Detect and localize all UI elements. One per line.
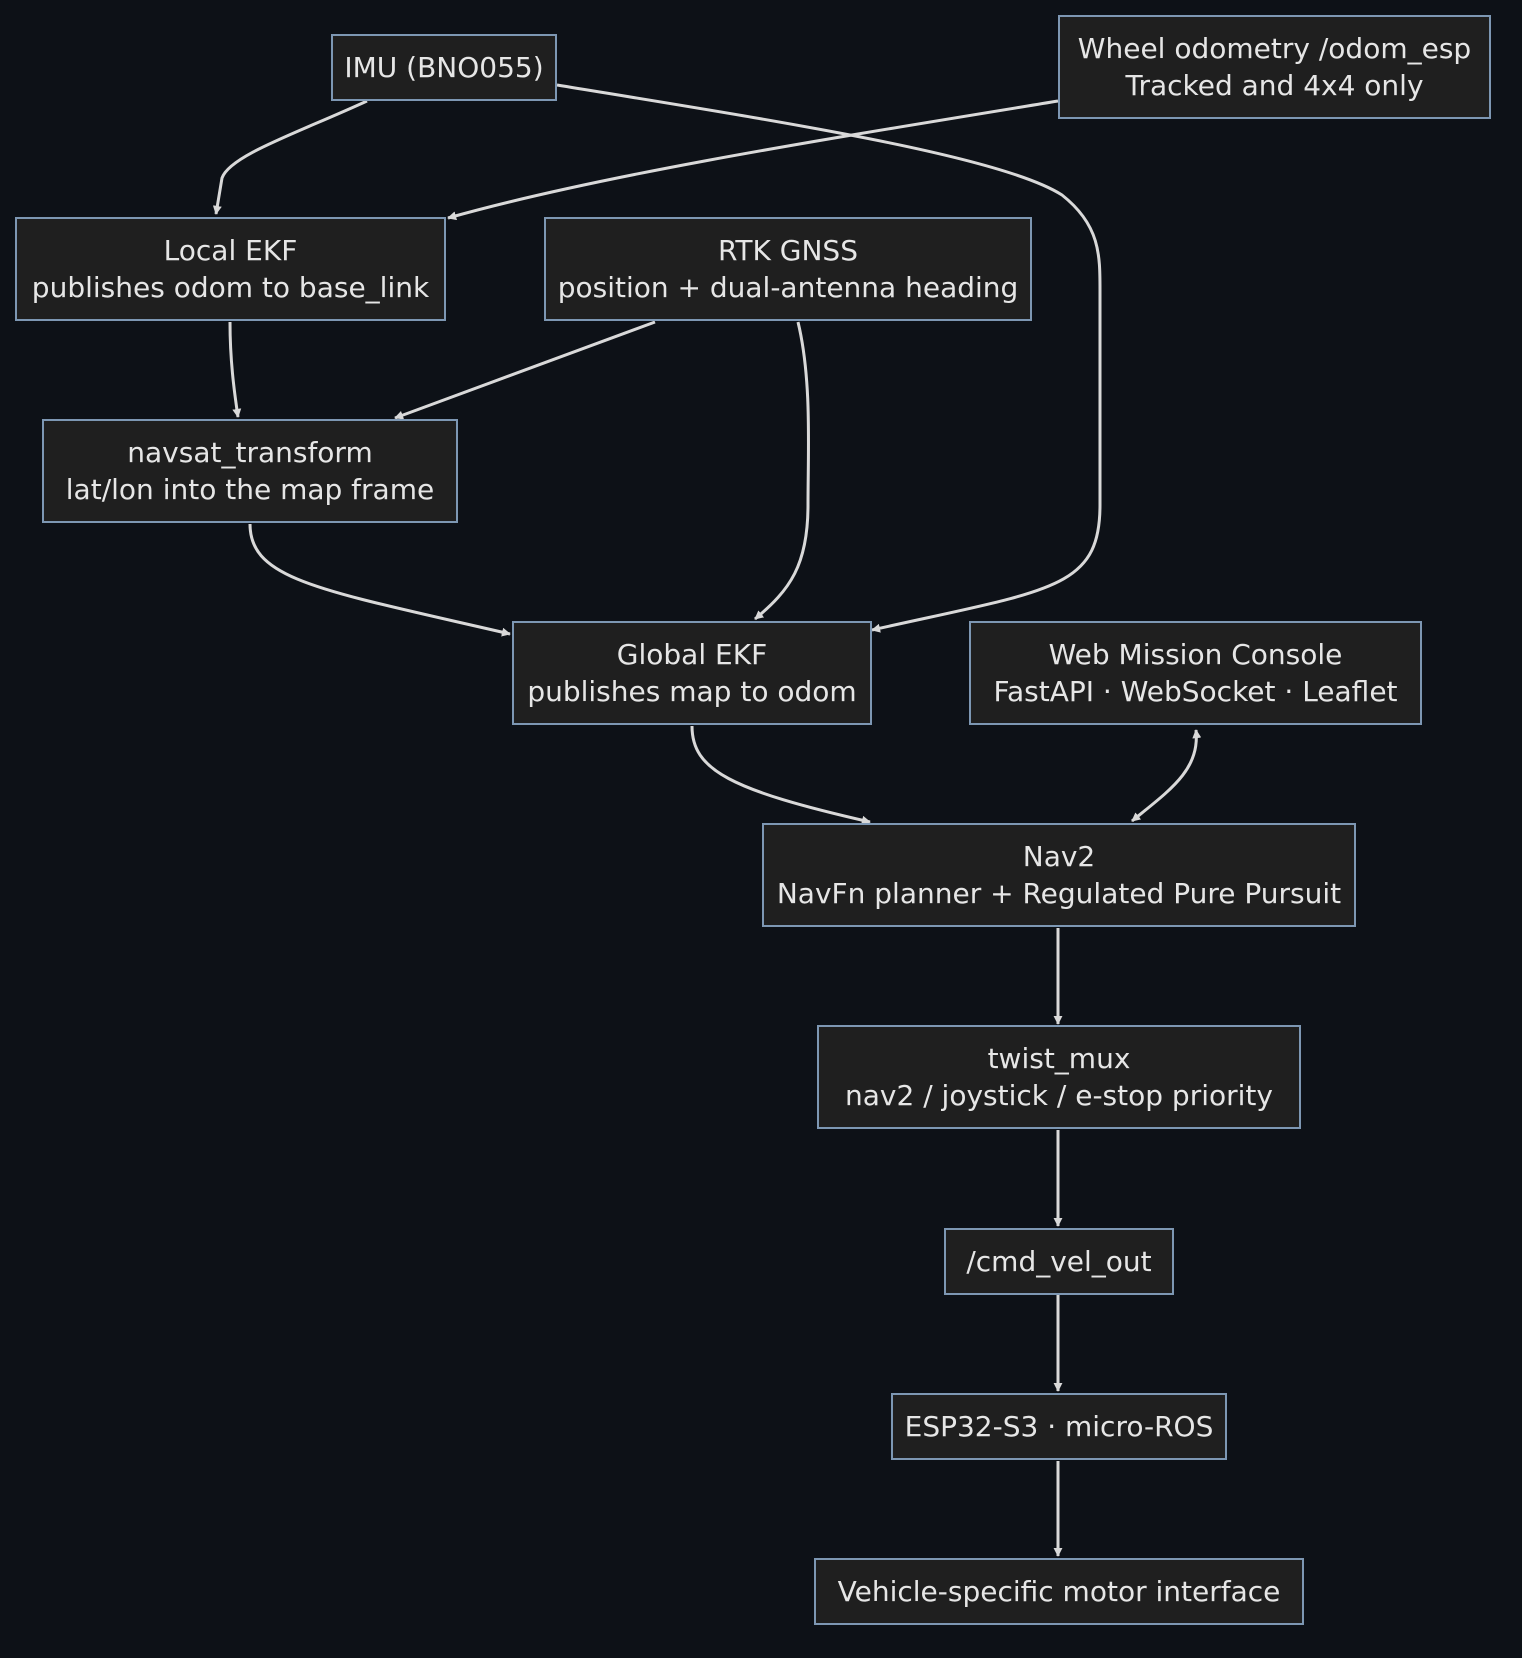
edge-wheel-odometry-to-local-ekf xyxy=(447,99,1059,221)
node-wheel-odometry-subtitle: Tracked and 4x4 only xyxy=(1125,69,1424,102)
node-web-mission-console[interactable]: Web Mission Console FastAPI · WebSocket … xyxy=(969,621,1422,725)
node-cmd-vel-out[interactable]: /cmd_vel_out xyxy=(944,1228,1174,1295)
node-rtk-gnss-title: RTK GNSS xyxy=(718,234,858,267)
node-cmd-vel-out-label: /cmd_vel_out xyxy=(966,1245,1152,1278)
node-nav2-subtitle: NavFn planner + Regulated Pure Pursuit xyxy=(776,877,1342,910)
edge-web-mission-console-to-nav2 xyxy=(1131,729,1202,823)
edge-rtk-gnss-to-global-ekf xyxy=(754,321,811,621)
node-imu[interactable]: IMU (BNO055) xyxy=(331,34,557,101)
node-navsat-transform[interactable]: navsat_transform lat/lon into the map fr… xyxy=(42,419,458,523)
node-local-ekf[interactable]: Local EKF publishes odom to base_link xyxy=(15,217,446,321)
edge-navsat-transform-to-global-ekf xyxy=(248,523,511,637)
node-global-ekf-title: Global EKF xyxy=(616,638,768,671)
node-imu-label: IMU (BNO055) xyxy=(344,51,544,84)
node-web-mission-console-title: Web Mission Console xyxy=(1048,638,1343,671)
node-wheel-odometry[interactable]: Wheel odometry /odom_esp Tracked and 4x4… xyxy=(1058,15,1491,119)
node-twist-mux-subtitle: nav2 / joystick / e-stop priority xyxy=(845,1079,1273,1112)
node-navsat-transform-title: navsat_transform xyxy=(127,436,373,469)
node-local-ekf-subtitle: publishes odom to base_link xyxy=(31,271,430,304)
node-motor-interface[interactable]: Vehicle-specific motor interface xyxy=(814,1558,1304,1625)
node-esp32-label: ESP32-S3 · micro-ROS xyxy=(904,1410,1214,1443)
node-esp32[interactable]: ESP32-S3 · micro-ROS xyxy=(891,1393,1227,1460)
edge-imu-to-global-ekf xyxy=(556,83,1102,633)
edge-imu-to-local-ekf xyxy=(212,99,368,215)
node-wheel-odometry-title: Wheel odometry /odom_esp xyxy=(1077,32,1472,65)
edge-global-ekf-to-nav2 xyxy=(690,725,871,825)
node-web-mission-console-subtitle: FastAPI · WebSocket · Leaflet xyxy=(993,675,1398,708)
node-local-ekf-title: Local EKF xyxy=(163,234,298,267)
edge-rtk-gnss-to-navsat-transform xyxy=(394,320,656,420)
node-rtk-gnss-subtitle: position + dual-antenna heading xyxy=(557,271,1019,304)
node-global-ekf-subtitle: publishes map to odom xyxy=(527,675,857,708)
node-rtk-gnss[interactable]: RTK GNSS position + dual-antenna heading xyxy=(544,217,1032,321)
edge-local-ekf-to-navsat-transform xyxy=(228,321,242,418)
node-nav2-title: Nav2 xyxy=(1022,840,1096,873)
node-motor-interface-label: Vehicle-specific motor interface xyxy=(837,1575,1281,1608)
node-nav2[interactable]: Nav2 NavFn planner + Regulated Pure Purs… xyxy=(762,823,1356,927)
node-twist-mux[interactable]: twist_mux nav2 / joystick / e-stop prior… xyxy=(817,1025,1301,1129)
node-global-ekf[interactable]: Global EKF publishes map to odom xyxy=(512,621,872,725)
node-navsat-transform-subtitle: lat/lon into the map frame xyxy=(65,473,435,506)
node-twist-mux-title: twist_mux xyxy=(987,1042,1131,1075)
